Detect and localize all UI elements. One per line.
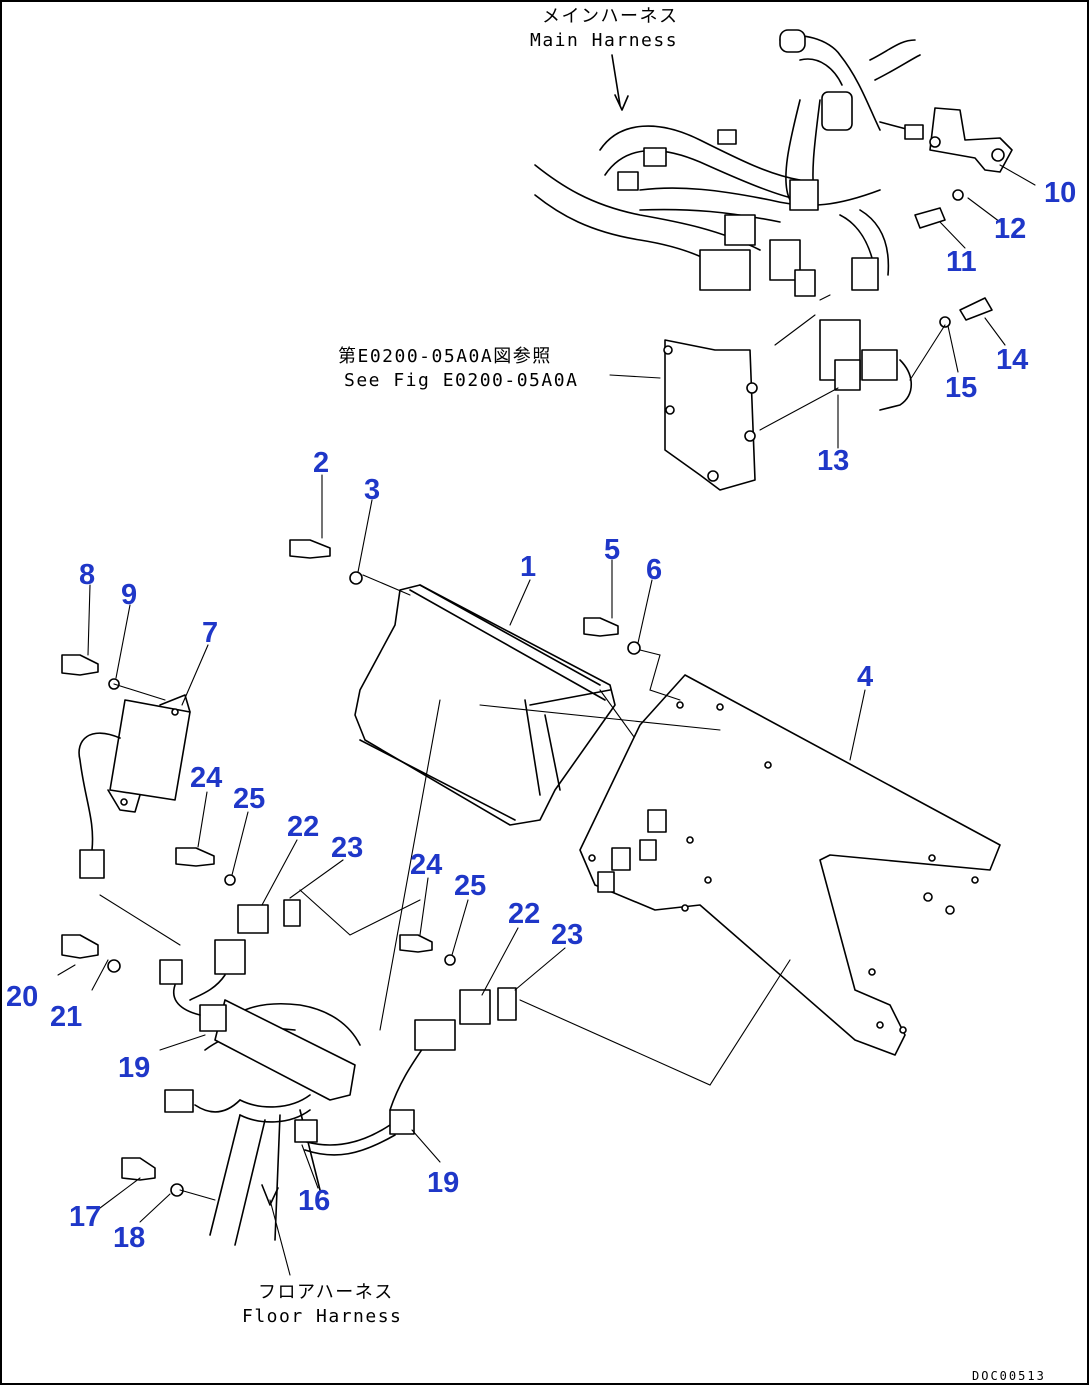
callout-7: 7 [202, 617, 218, 649]
callout-10: 10 [1044, 177, 1076, 209]
callout-4: 4 [857, 661, 873, 693]
callout-20: 20 [6, 981, 38, 1013]
callout-9: 9 [121, 579, 137, 611]
floor-harness-en-label: Floor Harness [242, 1306, 402, 1327]
callout-2: 2 [313, 447, 329, 479]
callout-19-left: 19 [118, 1052, 150, 1084]
callout-25-left: 25 [233, 783, 265, 815]
callout-11: 11 [946, 246, 977, 278]
callout-19-right: 19 [427, 1167, 459, 1199]
callout-22-right: 22 [508, 898, 540, 930]
callout-5: 5 [604, 534, 620, 566]
fasteners-right [909, 189, 993, 381]
floor-harness-jp-label: フロアハーネス [258, 1282, 394, 1303]
callout-23-right: 23 [551, 919, 583, 951]
drawing-code: DOC00513 [972, 1369, 1046, 1383]
callout-23-left: 23 [331, 832, 363, 864]
see-fig-en-label: See Fig E0200-05A0A [344, 370, 578, 391]
callout-17: 17 [69, 1201, 101, 1233]
callout-13: 13 [817, 445, 849, 477]
callout-24-right: 24 [410, 849, 442, 881]
callout-15: 15 [945, 372, 977, 404]
callout-12: 12 [994, 213, 1026, 245]
callout-8: 8 [79, 559, 95, 591]
floor-harness-assembly [159, 699, 791, 1276]
callout-14: 14 [996, 344, 1028, 376]
callout-25-right: 25 [454, 870, 486, 902]
bracket-13-group [609, 294, 913, 491]
callout-1: 1 [520, 551, 536, 583]
callout-leaders [57, 164, 1036, 1223]
see-fig-jp-label: 第E0200-05A0A図参照 [338, 346, 552, 367]
relay-part-7 [78, 683, 191, 946]
main-harness-jp-label: メインハーネス [542, 6, 679, 27]
callout-22-left: 22 [287, 811, 319, 843]
callout-16: 16 [298, 1185, 330, 1217]
main-harness-en-label: Main Harness [530, 30, 678, 51]
callout-24-left: 24 [190, 762, 222, 794]
callout-21: 21 [50, 1001, 82, 1033]
fasteners-center [61, 539, 641, 1197]
main-harness-assembly [534, 29, 1013, 297]
bracket-part-4 [579, 649, 1001, 1056]
callout-6: 6 [646, 554, 662, 586]
callout-3: 3 [364, 474, 380, 506]
callout-18: 18 [113, 1222, 145, 1254]
